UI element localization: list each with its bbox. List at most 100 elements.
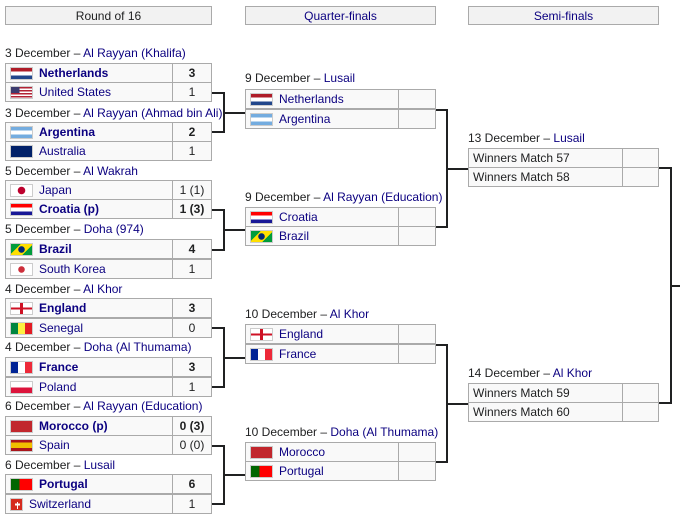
flag-pt-icon — [10, 477, 33, 491]
team-name[interactable]: Australia — [39, 144, 86, 158]
separator: – — [317, 307, 330, 321]
match-date-venue: 6 December – Al Rayyan (Education) — [5, 399, 202, 413]
team-row: France — [245, 344, 436, 364]
team-name[interactable]: Argentina — [279, 112, 331, 126]
score-cell: 0 — [173, 318, 212, 338]
team-cell: Netherlands — [245, 89, 399, 109]
team-name[interactable]: England — [279, 327, 324, 341]
team-name[interactable]: Croatia (p) — [39, 202, 99, 216]
venue-link[interactable]: Al Khor — [329, 307, 370, 321]
venue-link[interactable]: Al Rayyan (Khalifa) — [83, 46, 186, 60]
team-cell: Portugal — [5, 474, 173, 494]
score-cell — [623, 402, 659, 422]
venue-link[interactable]: Al Wakrah — [83, 164, 138, 178]
team-name[interactable]: United States — [39, 85, 112, 99]
team-name[interactable]: Argentina — [39, 125, 96, 139]
flag-nl-icon — [10, 66, 33, 80]
flag-nl-icon — [250, 92, 273, 106]
venue-link[interactable]: Al Rayyan (Education) — [83, 399, 203, 413]
connector-line — [212, 209, 225, 211]
team-row: Winners Match 60 — [468, 402, 659, 422]
team-name[interactable]: Spain — [39, 438, 70, 452]
separator: – — [540, 131, 554, 145]
flag-en-icon — [10, 301, 33, 315]
flag-ma-icon — [10, 419, 33, 433]
match-date-venue: 6 December – Lusail — [5, 458, 115, 472]
team-cell: Brazil — [5, 239, 173, 259]
flag-ar-icon — [250, 112, 273, 126]
header-round-of-16: Round of 16 — [5, 6, 212, 25]
match-date-venue: 9 December – Lusail — [245, 71, 355, 85]
score-cell — [399, 344, 436, 364]
team-row: Winners Match 57 — [468, 148, 659, 168]
team-name[interactable]: Poland — [39, 380, 77, 394]
venue-link[interactable]: Al Rayyan (Ahmad bin Ali) — [83, 106, 223, 120]
header-semi-finals[interactable]: Semi-finals — [468, 6, 659, 25]
team-name[interactable]: Morocco — [279, 445, 326, 459]
team-row: France 3 — [5, 357, 212, 377]
venue-link[interactable]: Lusail — [83, 458, 116, 472]
match-date-venue: 3 December – Al Rayyan (Khalifa) — [5, 46, 186, 60]
team-name[interactable]: England — [39, 301, 87, 315]
team-name[interactable]: Portugal — [279, 464, 324, 478]
flag-en-icon — [250, 327, 273, 341]
team-name[interactable]: Japan — [39, 183, 72, 197]
team-cell: England — [245, 324, 399, 344]
team-name[interactable]: Croatia — [279, 210, 318, 224]
team-name[interactable]: Morocco (p) — [39, 419, 108, 433]
team-cell: Portugal — [245, 461, 399, 481]
connector-line — [212, 503, 225, 505]
header-quarter-finals[interactable]: Quarter-finals — [245, 6, 436, 25]
venue-link[interactable]: Doha (Al Thumama) — [83, 340, 192, 354]
team-cell: Switzerland — [5, 494, 173, 514]
connector-line — [446, 403, 468, 405]
score-cell: 0 (3) — [173, 416, 212, 436]
match-date-venue: 10 December – Al Khor — [245, 307, 369, 321]
venue-link[interactable]: Lusail — [323, 71, 356, 85]
connector-line — [223, 357, 245, 359]
score-cell: 3 — [173, 357, 212, 377]
team-name[interactable]: Brazil — [39, 242, 72, 256]
team-cell: United States — [5, 82, 173, 102]
team-name[interactable]: Brazil — [279, 229, 310, 243]
team-name[interactable]: Switzerland — [29, 497, 92, 511]
separator: – — [540, 366, 553, 380]
match-date: 3 December — [5, 46, 71, 60]
venue-link[interactable]: Al Rayyan (Education) — [323, 190, 443, 204]
connector-line — [670, 285, 680, 287]
team-name[interactable]: South Korea — [39, 262, 106, 276]
separator: – — [70, 106, 84, 120]
team-name[interactable]: Senegal — [39, 321, 84, 335]
venue-link[interactable]: Al Khor — [552, 366, 593, 380]
team-name[interactable]: Netherlands — [39, 66, 109, 80]
team-cell: Winners Match 57 — [468, 148, 623, 168]
score-cell — [399, 226, 436, 246]
flag-ma-icon — [250, 445, 273, 459]
flag-es-icon — [10, 438, 33, 452]
team-row: Winners Match 59 — [468, 383, 659, 403]
team-name[interactable]: France — [279, 347, 317, 361]
venue-link[interactable]: Lusail — [553, 131, 585, 145]
team-name[interactable]: France — [39, 360, 79, 374]
venue-link[interactable]: Al Khor — [83, 282, 123, 296]
team-cell: Morocco (p) — [5, 416, 173, 436]
separator: – — [310, 71, 324, 85]
team-name[interactable]: Portugal — [39, 477, 88, 491]
team-row: Croatia — [245, 207, 436, 227]
venue-link[interactable]: Doha (974) — [83, 222, 144, 236]
venue-link[interactable]: Doha (Al Thumama) — [330, 425, 439, 439]
team-row: Morocco (p) 0 (3) — [5, 416, 212, 436]
connector-line — [436, 109, 448, 111]
team-row: Winners Match 58 — [468, 167, 659, 187]
connector-line — [212, 327, 225, 329]
team-name[interactable]: Netherlands — [279, 92, 344, 106]
connector-line — [223, 229, 245, 231]
